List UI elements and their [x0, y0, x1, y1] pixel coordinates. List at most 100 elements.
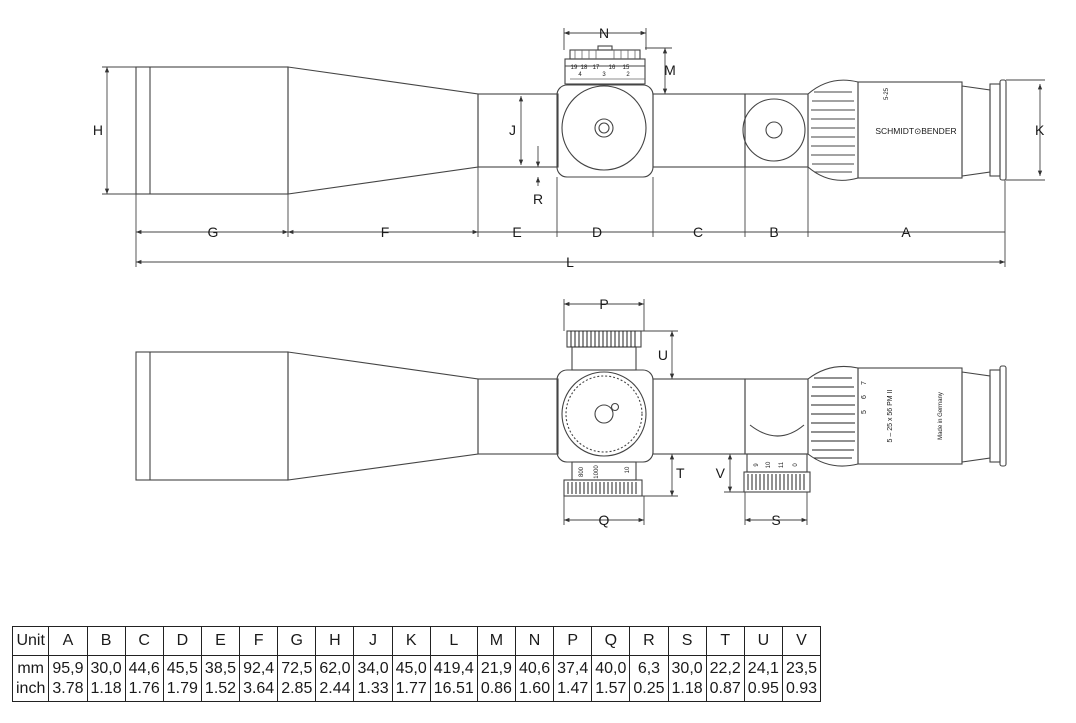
- table-cell: 1.76: [124, 679, 164, 702]
- table-cell: N: [514, 626, 555, 656]
- table-cell: mm: [11, 655, 50, 679]
- table-cell: 1.79: [162, 679, 202, 702]
- top-view: [135, 45, 1007, 195]
- table-cell: 1.47: [553, 679, 593, 702]
- table-cell: 22,2: [705, 655, 745, 679]
- table-cell: G: [277, 626, 317, 656]
- table-cell: M: [476, 626, 516, 656]
- turret-scale-numbers: 19 18 17 16 15 4 3 2: [571, 65, 631, 78]
- main-tube-front: [477, 93, 559, 168]
- table-cell: 419,4: [429, 655, 478, 679]
- svg-text:7: 7: [861, 381, 868, 385]
- table-cell: S: [667, 626, 707, 656]
- dim-label-T: T: [676, 465, 685, 481]
- svg-text:10: 10: [766, 461, 772, 468]
- dim-label-R: R: [533, 191, 543, 207]
- objective-bell: [135, 66, 289, 195]
- table-cell: 37,4: [553, 655, 593, 679]
- svg-text:800: 800: [579, 466, 585, 477]
- table-cell: H: [315, 626, 355, 656]
- table-cell: 3.64: [239, 679, 279, 702]
- table-cell: 2.44: [315, 679, 355, 702]
- table-cell: 62,0: [315, 655, 355, 679]
- table-header-row: Unit A B C D E F G H J K L M N P Q R S T…: [11, 626, 822, 656]
- dim-label-E: E: [512, 224, 521, 240]
- table-cell: 1.60: [514, 679, 555, 702]
- table-cell: 1.33: [353, 679, 393, 702]
- table-cell: V: [781, 626, 822, 656]
- model-engraving: 5 – 25 x 56 PM II: [887, 389, 894, 442]
- svg-text:18: 18: [581, 65, 588, 71]
- table-cell: 40,6: [514, 655, 555, 679]
- turret-cap-screw: [594, 118, 614, 138]
- side-knob: [742, 98, 806, 162]
- dim-label-U: U: [658, 347, 668, 363]
- svg-text:5: 5: [861, 410, 868, 414]
- svg-text:6: 6: [861, 395, 868, 399]
- table-cell: 1.18: [667, 679, 707, 702]
- side-view: [135, 330, 1007, 497]
- ring-engraving: 5-25: [884, 87, 890, 100]
- table-cell: 16.51: [429, 679, 478, 702]
- svg-text:2: 2: [626, 72, 630, 78]
- table-cell: Q: [591, 626, 631, 656]
- elevation-turret: [564, 45, 646, 85]
- side-focus-knob: [743, 453, 811, 493]
- table-cell: E: [200, 626, 241, 656]
- side-focus-knurling: [747, 474, 805, 490]
- objective-taper: [287, 66, 479, 195]
- turret-housing: [556, 84, 654, 178]
- table-cell: C: [124, 626, 164, 656]
- dim-label-V: V: [716, 465, 726, 481]
- table-cell: A: [48, 626, 88, 656]
- table-cell: 1.18: [86, 679, 126, 702]
- table-cell: 0.87: [705, 679, 745, 702]
- side-focus-scale-numbers: 9 10 11 0: [754, 461, 799, 468]
- table-row-inch: inch 3.78 1.18 1.76 1.79 1.52 3.64 2.85 …: [11, 679, 822, 702]
- dim-label-F: F: [381, 224, 390, 240]
- dim-label-J: J: [509, 122, 516, 138]
- parallax-knurling: [567, 482, 637, 494]
- svg-text:1000: 1000: [594, 465, 600, 479]
- dim-label-B: B: [769, 224, 778, 240]
- turret-housing-side: [556, 369, 654, 463]
- table-cell: J: [353, 626, 393, 656]
- magnification-ring: [807, 79, 859, 181]
- table-cell: 0.95: [743, 679, 783, 702]
- table-row-mm: mm 95,9 30,0 44,6 45,5 38,5 92,4 72,5 62…: [11, 655, 822, 679]
- svg-text:9: 9: [754, 463, 760, 467]
- brand-engraving: SCHMIDT⊙BENDER: [875, 126, 956, 136]
- table-cell: 1.57: [591, 679, 631, 702]
- dim-label-M: M: [664, 62, 676, 78]
- windage-knurling: [570, 331, 636, 347]
- main-tube-mid: [652, 93, 746, 168]
- table-cell: 21,9: [476, 655, 516, 679]
- dim-label-Q: Q: [599, 512, 610, 528]
- dim-label-A: A: [901, 224, 911, 240]
- table-cell: 24,1: [743, 655, 783, 679]
- table-cell: 6,3: [629, 655, 669, 679]
- svg-text:0: 0: [793, 463, 799, 467]
- table-cell: D: [162, 626, 202, 656]
- mag-scale-numbers: 5 6 7: [861, 381, 868, 414]
- turret-knob: [561, 85, 647, 171]
- side-view-dimension-lines: [563, 299, 808, 525]
- table-cell: 1.52: [200, 679, 241, 702]
- eyepiece-ring: [989, 83, 1001, 177]
- table-cell: inch: [11, 679, 50, 702]
- table-cell: 34,0: [353, 655, 393, 679]
- windage-turret: [566, 330, 642, 371]
- table-cell: 45,5: [162, 655, 202, 679]
- table-cell: B: [86, 626, 126, 656]
- dim-label-C: C: [693, 224, 703, 240]
- table-cell: T: [705, 626, 745, 656]
- dim-label-K: K: [1035, 122, 1045, 138]
- saddle-ring: [744, 93, 809, 168]
- table-cell: 72,5: [277, 655, 317, 679]
- made-in-engraving: Made in Germany: [938, 392, 944, 440]
- table-cell: 2.85: [277, 679, 317, 702]
- table-cell: 30,0: [86, 655, 126, 679]
- table-cell: L: [429, 626, 478, 656]
- svg-text:4: 4: [578, 72, 582, 78]
- table-cell: 38,5: [200, 655, 241, 679]
